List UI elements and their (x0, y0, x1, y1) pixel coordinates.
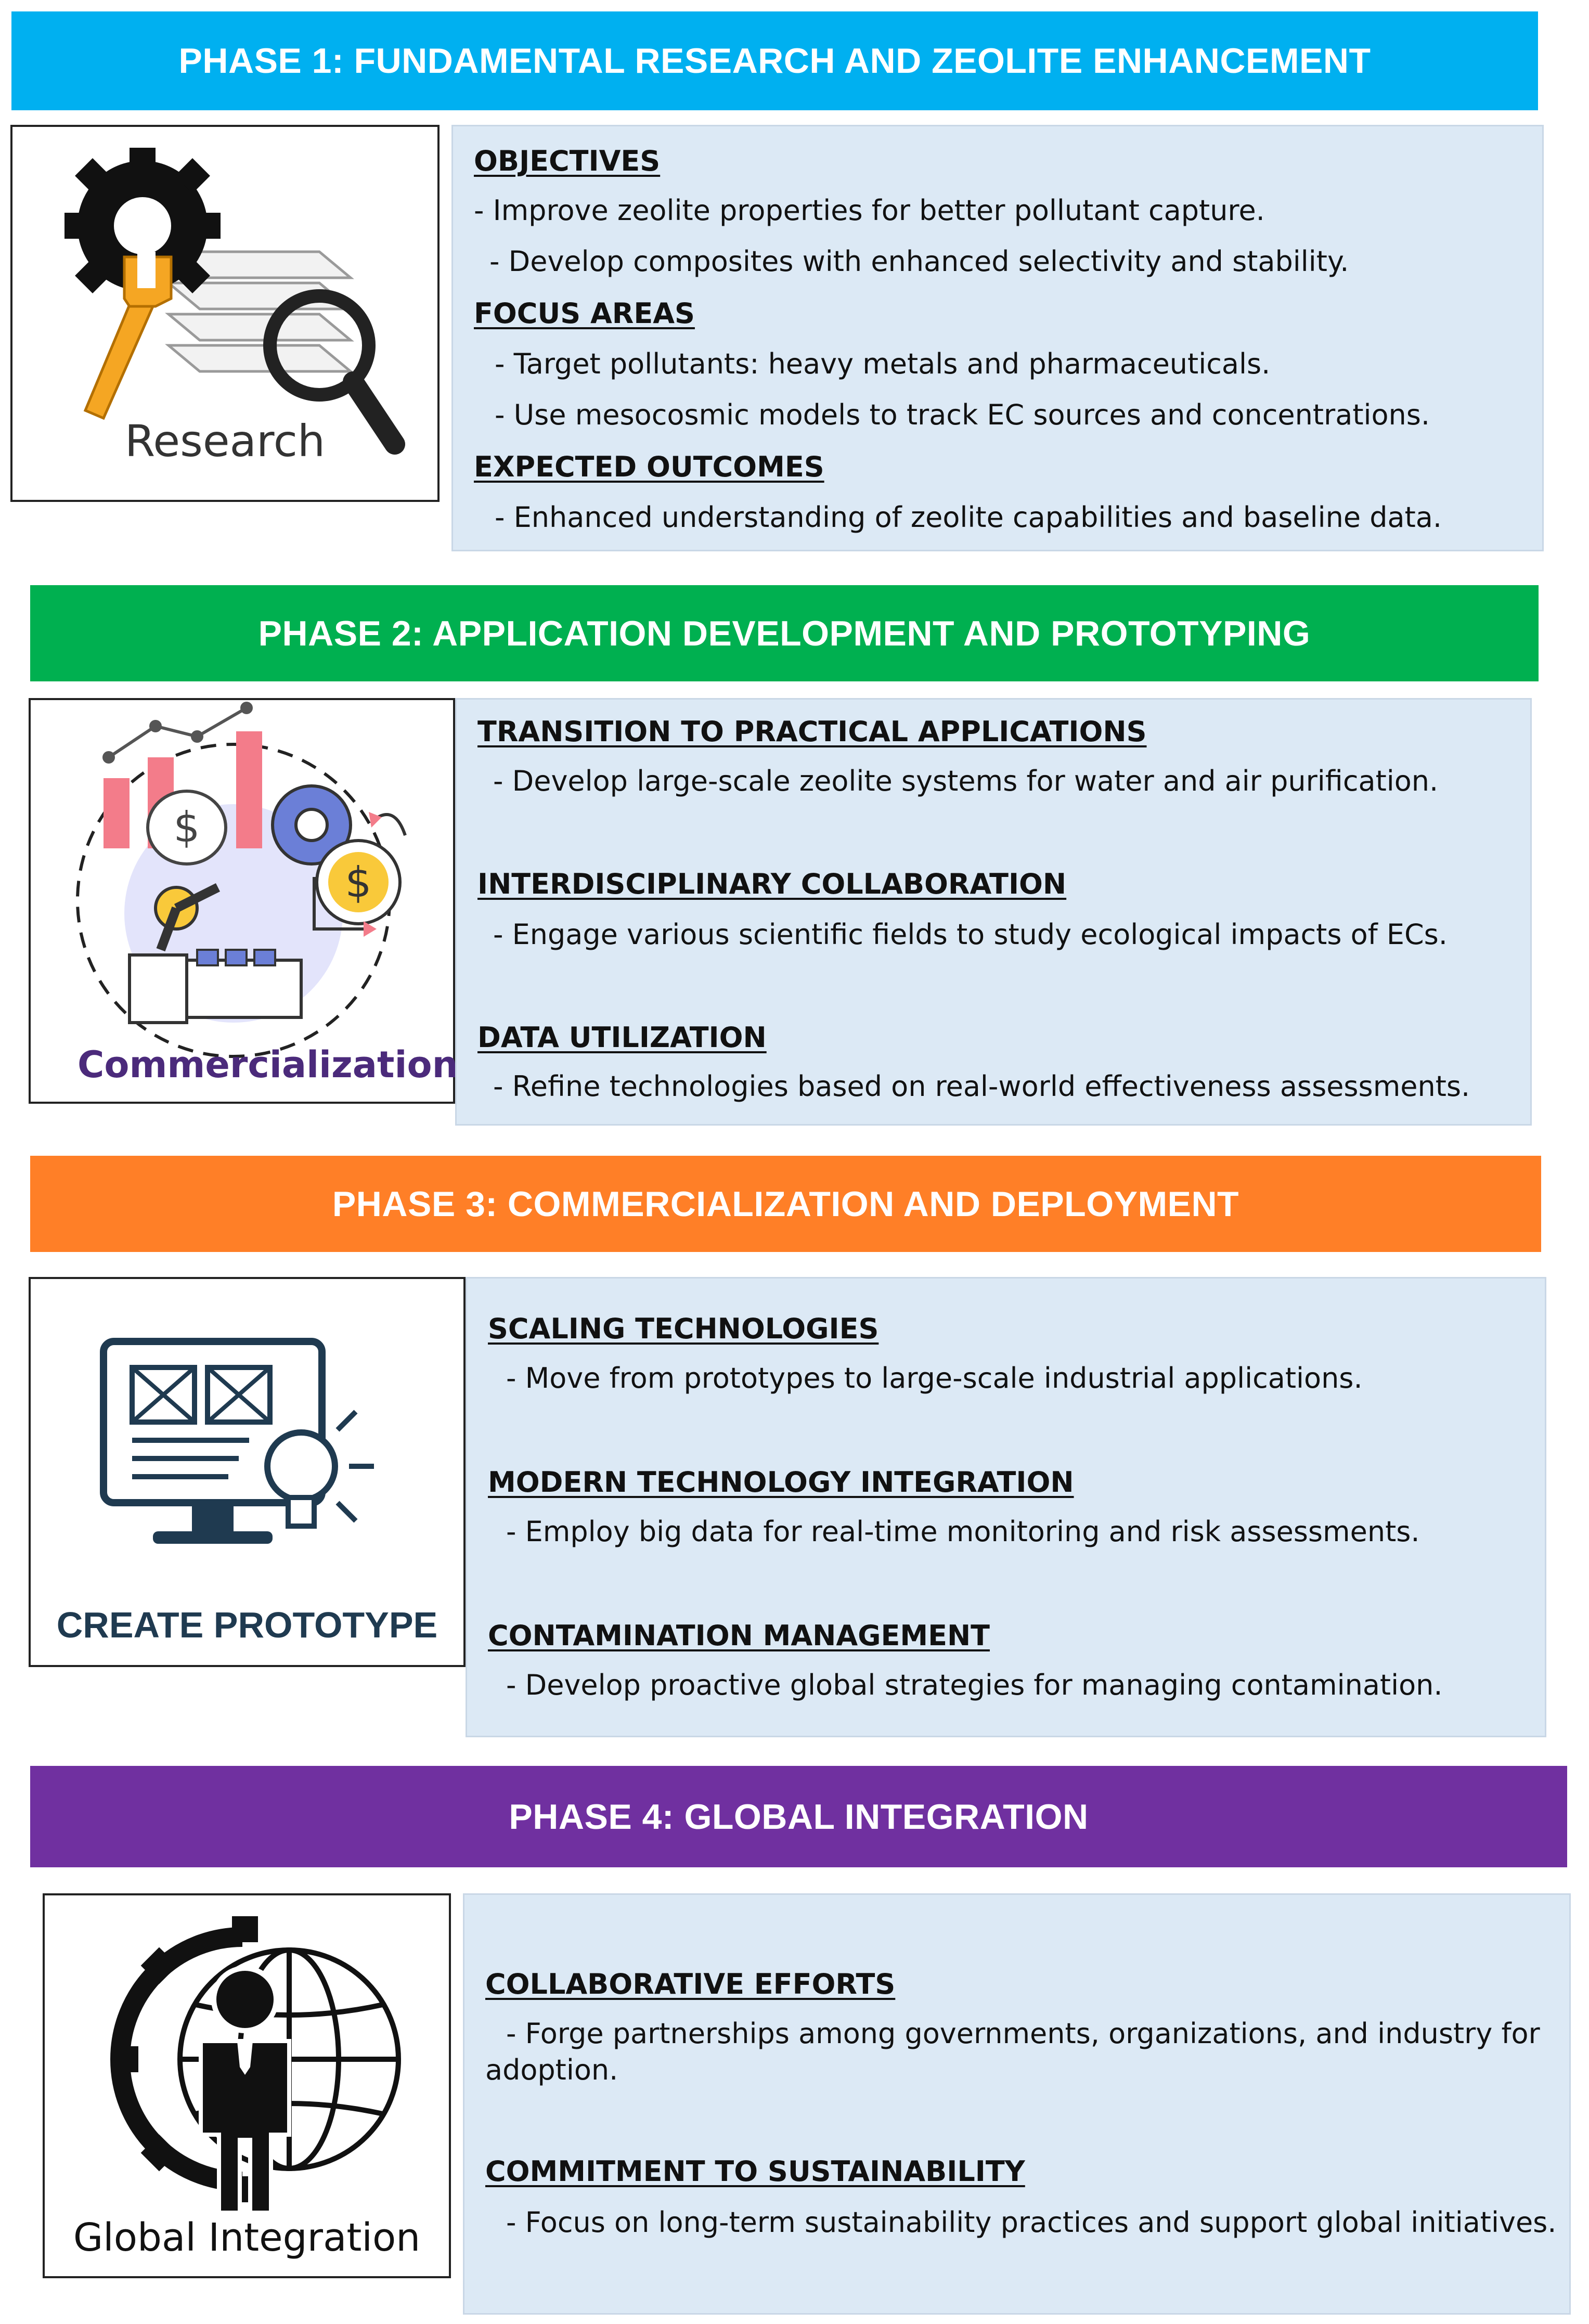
research-icon (64, 148, 405, 455)
phase-4-details: COLLABORATIVE EFFORTS - Forge partnershi… (463, 1893, 1571, 2315)
list-item: - Enhanced understanding of zeolite capa… (495, 501, 1442, 534)
list-item: - Improve zeolite properties for better … (474, 194, 1265, 227)
phase-1-title: PHASE 1: FUNDAMENTAL RESEARCH AND ZEOLIT… (178, 41, 1371, 81)
phase-3-details: SCALING TECHNOLOGIES - Move from prototy… (466, 1277, 1546, 1737)
phase-2-caption: Commercialization (77, 1043, 458, 1086)
global-integration-icon (110, 1916, 401, 2215)
svg-text:$: $ (174, 803, 200, 851)
list-item: - Employ big data for real-time monitori… (506, 1515, 1420, 1548)
list-item: - Develop proactive global strategies fo… (506, 1669, 1443, 1701)
section-heading: SCALING TECHNOLOGIES (488, 1312, 879, 1345)
section-heading: OBJECTIVES (474, 145, 661, 177)
list-item: adoption. (485, 2054, 618, 2086)
phase-1-caption: Research (124, 416, 326, 467)
phase-4-caption: Global Integration (73, 2215, 421, 2260)
section-heading: INTERDISCIPLINARY COLLABORATION (477, 868, 1067, 900)
section-heading: CONTAMINATION MANAGEMENT (488, 1619, 990, 1652)
section-heading: COLLABORATIVE EFFORTS (485, 1968, 896, 2000)
phase-4-image: Global Integration (43, 1893, 451, 2278)
phase-2-title: PHASE 2: APPLICATION DEVELOPMENT AND PRO… (258, 613, 1311, 653)
phase-4-banner: PHASE 4: GLOBAL INTEGRATION (30, 1766, 1567, 1867)
phase-3-image: CREATE PROTOTYPE (29, 1277, 466, 1667)
list-item: - Forge partnerships among governments, … (506, 2017, 1540, 2050)
list-item: - Develop composites with enhanced selec… (489, 245, 1349, 278)
prototype-icon (100, 1338, 374, 1544)
phase-1-banner: PHASE 1: FUNDAMENTAL RESEARCH AND ZEOLIT… (11, 11, 1538, 110)
list-item: - Move from prototypes to large-scale in… (506, 1362, 1363, 1395)
phase-2-image: $ $ Commercialization (29, 698, 458, 1104)
section-heading: COMMITMENT TO SUSTAINABILITY (485, 2155, 1025, 2188)
phase-2-details: TRANSITION TO PRACTICAL APPLICATIONS - D… (455, 698, 1532, 1126)
section-heading: TRANSITION TO PRACTICAL APPLICATIONS (477, 715, 1147, 748)
phase-2-banner: PHASE 2: APPLICATION DEVELOPMENT AND PRO… (30, 585, 1539, 681)
list-item: - Focus on long-term sustainability prac… (506, 2206, 1557, 2239)
svg-text:$: $ (345, 858, 372, 907)
phase-3-banner: PHASE 3: COMMERCIALIZATION AND DEPLOYMEN… (30, 1156, 1541, 1252)
phase-1-image: Research (10, 125, 440, 502)
phase-4-title: PHASE 4: GLOBAL INTEGRATION (509, 1797, 1089, 1837)
list-item: - Target pollutants: heavy metals and ph… (495, 347, 1271, 380)
phase-1-details: OBJECTIVES - Improve zeolite properties … (451, 125, 1544, 551)
list-item: - Develop large-scale zeolite systems fo… (493, 765, 1439, 797)
commercialization-icon: $ $ (76, 702, 407, 1058)
list-item: - Engage various scientific fields to st… (493, 918, 1448, 951)
list-item: - Use mesocosmic models to track EC sour… (495, 398, 1430, 431)
list-item: - Refine technologies based on real-worl… (493, 1070, 1470, 1103)
section-heading: FOCUS AREAS (474, 297, 695, 330)
phase-3-title: PHASE 3: COMMERCIALIZATION AND DEPLOYMEN… (332, 1184, 1239, 1224)
phase-3-caption: CREATE PROTOTYPE (56, 1605, 438, 1645)
section-heading: DATA UTILIZATION (477, 1021, 767, 1054)
section-heading: EXPECTED OUTCOMES (474, 450, 824, 483)
section-heading: MODERN TECHNOLOGY INTEGRATION (488, 1466, 1074, 1499)
